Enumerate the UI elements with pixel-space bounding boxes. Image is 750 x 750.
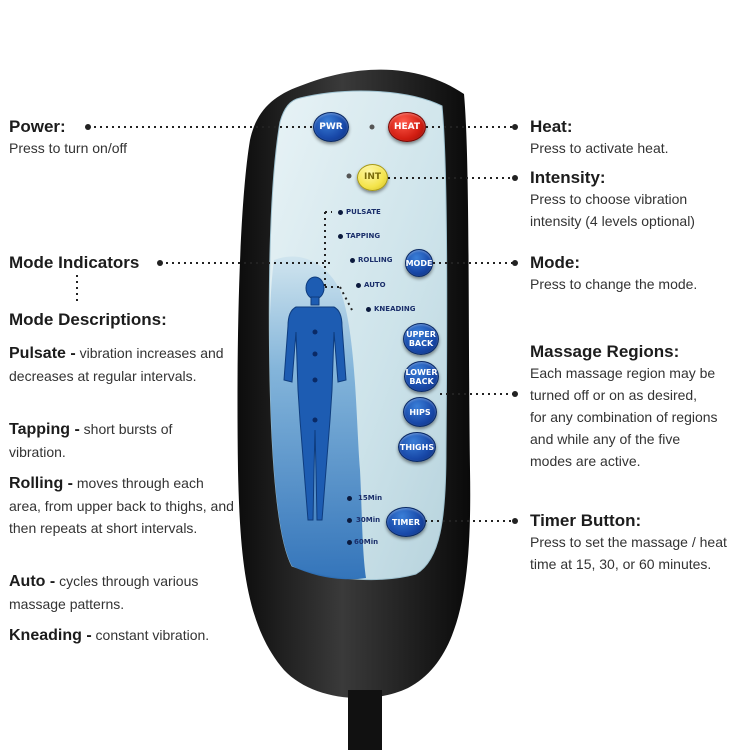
timer-title: Timer Button: (530, 511, 642, 530)
mode-label-rolling: ROLLING (358, 256, 393, 264)
intensity-annotation: Intensity: Press to choose vibration int… (530, 168, 695, 232)
power-annotation: Power: Press to turn on/off (9, 117, 127, 159)
mode-indicators-annotation: Mode Indicators (9, 253, 139, 273)
mode-label-tapping: TAPPING (346, 232, 381, 240)
timer-annotation: Timer Button: Press to set the massage /… (530, 511, 727, 575)
massage-regions-desc-line: modes are active. (530, 453, 641, 469)
mode-led-tapping (338, 234, 343, 239)
mode-descriptions-annotation: Mode Descriptions: (9, 310, 167, 330)
int-button[interactable]: INT (357, 164, 388, 191)
mode-button-label: MODE (405, 258, 433, 268)
mode-description-rolling: Rolling - moves through each area, from … (9, 472, 234, 539)
mode-led-auto (356, 283, 361, 288)
power-title: Power: (9, 117, 66, 136)
lower-back-button[interactable]: LOWER BACK (404, 361, 439, 392)
mode-led-kneading (366, 307, 371, 312)
mode-description-auto: Auto - cycles through various massage pa… (9, 570, 229, 615)
mode-desc: Press to change the mode. (530, 276, 698, 292)
power-led (369, 124, 375, 130)
mode-indicators-title: Mode Indicators (9, 253, 140, 272)
power-desc: Press to turn on/off (9, 140, 128, 156)
timer-led-30 (347, 518, 352, 523)
heat-annotation: Heat: Press to activate heat. (530, 117, 669, 159)
human-figure (283, 276, 347, 521)
heat-button-label: HEAT (393, 121, 421, 132)
hips-button[interactable]: HIPS (403, 397, 437, 427)
upper-back-button[interactable]: UPPER BACK (403, 323, 439, 355)
pwr-button[interactable]: PWR (313, 112, 349, 142)
lower-back-label-line1: LOWER (405, 367, 438, 377)
mode-name: Pulsate - (9, 345, 76, 362)
upper-back-label-line1: UPPER (406, 330, 436, 339)
timer-button[interactable]: TIMER (386, 507, 426, 537)
heat-desc: Press to activate heat. (530, 140, 669, 156)
leader-lines (76, 126, 515, 522)
timer-led-15 (347, 496, 352, 501)
massage-regions-annotation: Massage Regions: Each massage region may… (530, 342, 718, 472)
heat-button[interactable]: HEAT (388, 112, 426, 142)
mode-descriptions-title: Mode Descriptions: (9, 310, 167, 329)
thighs-button-label: THIGHS (399, 442, 435, 452)
remote-cable (348, 690, 382, 750)
mode-desc: short bursts of vibration. (9, 421, 173, 460)
massage-regions-desc-line: and while any of the five (530, 431, 681, 447)
pressure-point-dots (312, 329, 318, 423)
mode-description-pulsate: Pulsate - vibration increases and decrea… (9, 342, 239, 387)
mode-desc: moves through each area, from upper back… (9, 475, 234, 536)
massage-regions-desc-line: turned off or on as desired, (530, 387, 698, 403)
mode-led-rolling (350, 258, 355, 263)
timer-desc-line: time at 15, 30, or 60 minutes. (530, 556, 712, 572)
mode-button[interactable]: MODE (405, 249, 433, 277)
timer-button-label: TIMER (391, 517, 421, 527)
mode-name: Kneading - (9, 627, 92, 644)
mode-label-pulsate: PULSATE (346, 208, 381, 216)
mode-description-tapping: Tapping - short bursts of vibration. (9, 418, 209, 463)
mode-name: Auto - (9, 573, 56, 590)
thighs-button[interactable]: THIGHS (398, 432, 436, 462)
intensity-desc-line: intensity (4 levels optional) (530, 213, 695, 229)
leader-endpoints (85, 124, 518, 524)
mode-title: Mode: (530, 253, 581, 272)
timer-led-60 (347, 540, 352, 545)
timer-label-15: 15Min (358, 494, 383, 502)
timer-desc-line: Press to set the massage / heat (530, 534, 727, 550)
massage-regions-title: Massage Regions: (530, 342, 680, 361)
intensity-title: Intensity: (530, 168, 606, 187)
mode-name: Rolling - (9, 475, 73, 492)
massage-regions-desc-line: Each massage region may be (530, 365, 716, 381)
hips-button-label: HIPS (409, 407, 431, 417)
massage-regions-desc-line: for any combination of regions (530, 409, 718, 425)
mode-desc: vibration increases and decreases at reg… (9, 345, 224, 384)
mode-desc: cycles through various massage patterns. (9, 573, 199, 612)
heat-title: Heat: (530, 117, 573, 136)
pwr-button-label: PWR (319, 121, 343, 132)
int-led (346, 173, 352, 179)
mode-desc: constant vibration. (91, 627, 210, 643)
timer-label-30: 30Min (356, 516, 381, 524)
lower-back-label-line2: BACK (409, 376, 434, 386)
mode-description-kneading: Kneading - constant vibration. (9, 624, 269, 647)
mode-name: Tapping - (9, 421, 80, 438)
mode-label-kneading: KNEADING (374, 305, 416, 313)
mode-led-pulsate (338, 210, 343, 215)
timer-label-60: 60Min (354, 538, 379, 546)
intensity-desc-line: Press to choose vibration (530, 191, 688, 207)
upper-back-label-line2: BACK (408, 339, 434, 348)
mode-annotation: Mode: Press to change the mode. (530, 253, 697, 295)
mode-label-auto: AUTO (364, 281, 386, 289)
int-button-label: INT (363, 172, 382, 182)
